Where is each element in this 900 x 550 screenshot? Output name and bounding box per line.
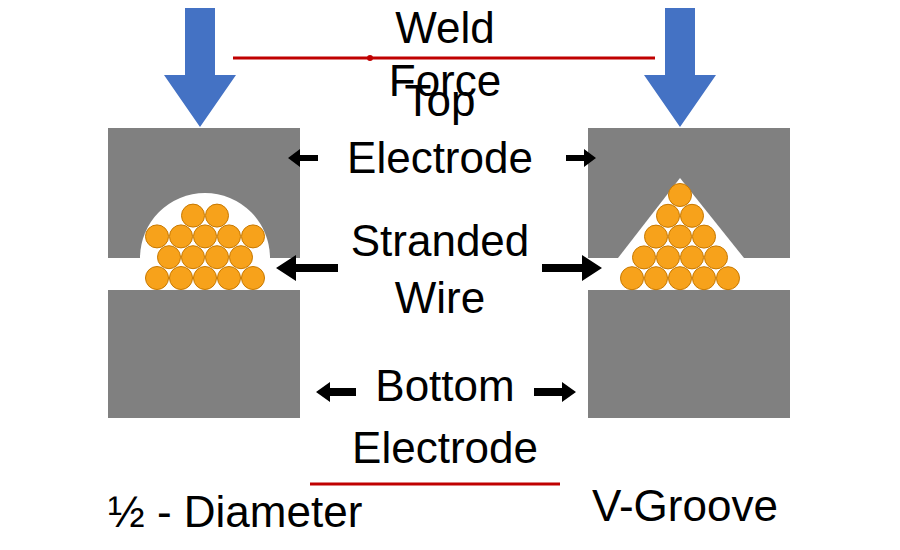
top-electrode xyxy=(588,128,790,258)
wire-strand xyxy=(218,267,241,290)
force-arrow xyxy=(164,8,236,127)
v-groove xyxy=(618,178,744,258)
wire-strand xyxy=(681,204,704,227)
wire-strand xyxy=(206,246,229,269)
electrode-label: Top Electrode xyxy=(347,72,533,186)
pointer-arrow xyxy=(542,255,602,281)
wire-label: Stranded Wire xyxy=(351,212,530,326)
red-dot xyxy=(367,55,373,61)
wire-strand xyxy=(669,267,692,290)
wire-strand xyxy=(693,267,716,290)
wire-strand xyxy=(645,267,668,290)
wire-strand xyxy=(170,267,193,290)
pointer-arrow xyxy=(566,149,596,167)
wire-strand xyxy=(657,204,680,227)
wire-strand xyxy=(206,204,229,227)
wire-strand xyxy=(705,246,728,269)
electrode-label: Bottom Electrode xyxy=(352,355,538,478)
groove-type-label: ½ - Diameter xyxy=(108,486,362,539)
stranded-wire xyxy=(146,204,265,289)
wire-strand xyxy=(717,267,740,290)
wire-strand xyxy=(146,225,169,248)
wire-strand xyxy=(669,184,692,207)
wire-strand xyxy=(194,225,217,248)
wire-strand xyxy=(693,225,716,248)
wire-strand xyxy=(182,246,205,269)
wire-strand xyxy=(158,246,181,269)
wire-strand xyxy=(146,267,169,290)
pointer-arrow xyxy=(534,382,576,402)
top-electrode xyxy=(108,128,300,258)
wire-strand xyxy=(669,225,692,248)
wire-strand xyxy=(182,204,205,227)
wire-strand xyxy=(170,225,193,248)
wire-strand xyxy=(645,225,668,248)
wire-strand xyxy=(194,267,217,290)
wire-strand xyxy=(681,246,704,269)
wire-strand xyxy=(633,246,656,269)
bottom-electrode xyxy=(588,290,790,418)
pointer-arrow xyxy=(276,255,338,281)
pointer-arrow xyxy=(316,382,356,402)
wire-strand xyxy=(657,246,680,269)
half-diameter-groove xyxy=(140,193,270,258)
groove-type-label: V-Groove xyxy=(592,480,778,533)
stranded-wire xyxy=(621,184,740,290)
force-arrow xyxy=(644,8,716,127)
bottom-electrode xyxy=(108,290,300,418)
wire-strand xyxy=(218,225,241,248)
pointer-arrow xyxy=(288,149,318,167)
wire-strand xyxy=(230,246,253,269)
wire-strand xyxy=(242,267,265,290)
red-rule xyxy=(310,483,560,486)
wire-strand xyxy=(621,267,644,290)
wire-strand xyxy=(242,225,265,248)
